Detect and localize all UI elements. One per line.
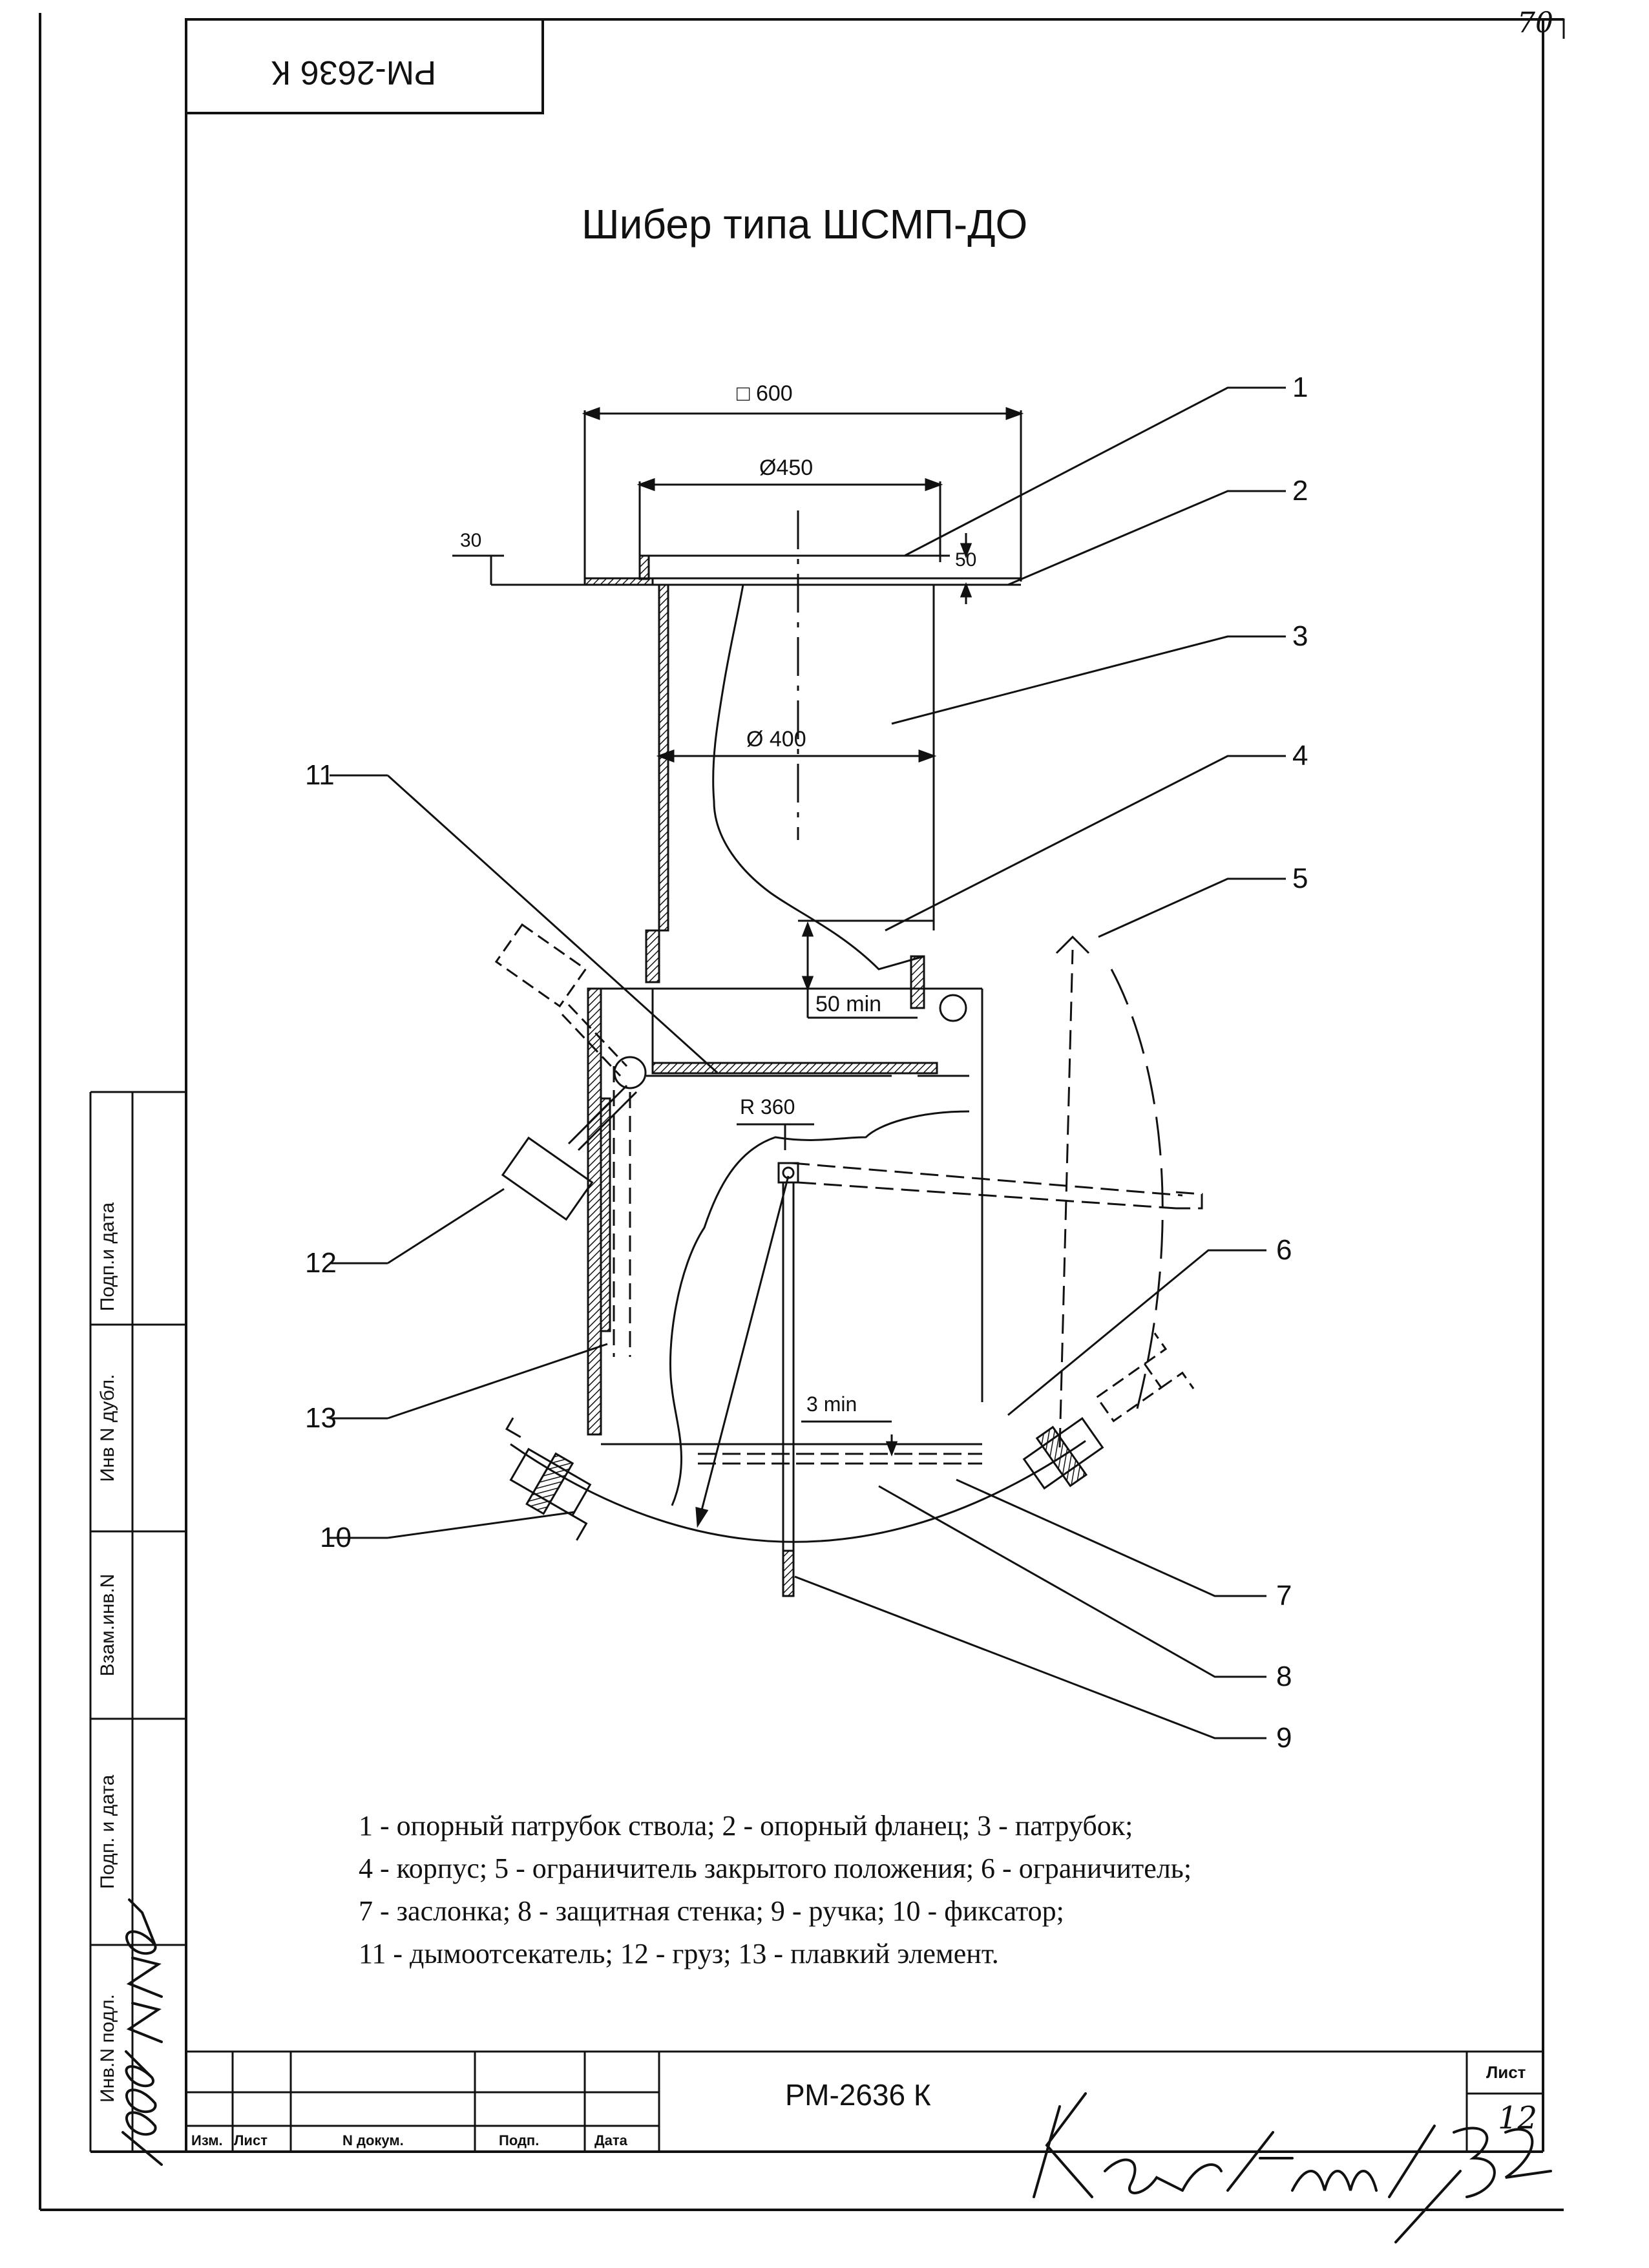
side-label-sign-date-1: Подп.и дата	[97, 1202, 118, 1312]
side-stamp-frame	[89, 1091, 186, 2152]
title-block-frame	[186, 2050, 1543, 2152]
dim-dia-400: Ø 400	[746, 727, 806, 751]
dim-50: 50	[955, 549, 977, 571]
dim-50-min: 50 min	[815, 992, 882, 1016]
dim-dia-450: Ø450	[759, 456, 814, 480]
callout-7: 7	[1276, 1580, 1292, 1612]
page-title: Шибер типа ШСМП-ДО	[582, 201, 1028, 247]
col-ndoc: N докум.	[342, 2132, 404, 2148]
side-label-orig-inv: Инв.N подл.	[97, 1993, 118, 2103]
callout-13: 13	[305, 1402, 337, 1434]
side-label-replace-inv: Взам.инв.N	[97, 1573, 118, 1677]
callout-3: 3	[1292, 620, 1308, 652]
title-block-doc-code: РМ-2636 К	[785, 2078, 931, 2112]
top-stamp-code: РМ-2636 К	[271, 54, 437, 91]
side-label-sign-date-2: Подп. и дата	[97, 1774, 118, 1889]
legend-line-2: 4 - корпус; 5 - ограничитель закрытого п…	[359, 1853, 1192, 1884]
legend-line-1: 1 - опорный патрубок ствола; 2 - опорный…	[359, 1810, 1133, 1842]
callout-8: 8	[1276, 1661, 1292, 1692]
dim-3-min: 3 min	[806, 1392, 857, 1416]
sheet-label: Лист	[1486, 2063, 1526, 2082]
damper-drawing	[452, 406, 1203, 1597]
callout-10: 10	[320, 1522, 352, 1553]
callout-4: 4	[1292, 740, 1308, 772]
sheet-number: 12	[1498, 2100, 1538, 2136]
callout-leaders	[330, 386, 1286, 1739]
dim-r-360: R 360	[740, 1095, 795, 1118]
col-izm: Изм.	[191, 2132, 223, 2148]
dim-square-600: □ 600	[737, 381, 793, 406]
callout-12: 12	[305, 1247, 337, 1279]
callout-2: 2	[1292, 475, 1308, 507]
callout-6: 6	[1276, 1234, 1292, 1266]
signature-drawing	[1033, 2092, 1552, 2243]
handwritten-inventory-number	[121, 1898, 163, 2166]
legend-line-3: 7 - заслонка; 8 - защитная стенка; 9 - р…	[359, 1895, 1064, 1927]
callout-11: 11	[305, 759, 335, 791]
side-label-dup-inv: Инв N дубл.	[97, 1374, 118, 1482]
col-list: Лист	[234, 2132, 268, 2148]
col-data: Дата	[594, 2132, 627, 2148]
dim-30: 30	[460, 530, 482, 551]
sheet-corner-number: 70	[1517, 6, 1553, 39]
callout-1: 1	[1292, 372, 1308, 403]
callout-5: 5	[1292, 863, 1308, 894]
legend-line-4: 11 - дымоотсекатель; 12 - груз; 13 - пла…	[359, 1938, 999, 1969]
col-podp: Подп.	[499, 2132, 540, 2148]
callout-9: 9	[1276, 1722, 1292, 1754]
top-stamp-box	[185, 18, 544, 114]
